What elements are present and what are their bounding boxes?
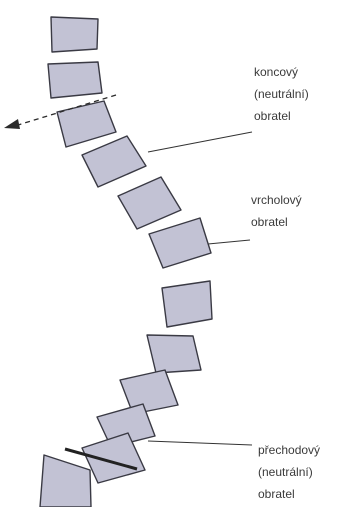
end-vertebra-label: koncový (neutrální) obratel [254,65,309,123]
end-vertebra-label-line2: (neutrální) [254,87,309,101]
transitional-vertebra-label: přechodový (neutrální) obratel [258,443,320,501]
apical-vertebra-label-line2: obratel [251,215,288,229]
vertebra [149,218,211,268]
end-vertebra-label-line1: koncový [254,65,298,79]
transitional-vertebra-leader-line [148,441,252,445]
vertebral-column [40,17,212,507]
apical-vertebra-label: vrcholový obratel [251,193,302,229]
transitional-vertebra-label-line2: (neutrální) [258,465,313,479]
vertebra [57,101,116,147]
end-vertebra-label-line3: obratel [254,109,291,123]
transitional-vertebra-label-line3: obratel [258,487,295,501]
end-vertebra-leader-line [148,132,252,152]
vertebra [40,455,91,507]
vertebra [51,17,98,52]
vertebra [118,177,181,229]
vertebra [48,62,102,98]
apical-vertebra-label-line1: vrcholový [251,193,302,207]
vertebra [147,335,201,373]
vertebra [82,136,146,187]
arrow-left-icon [4,119,20,129]
apical-vertebra-leader-line [208,240,250,244]
transitional-vertebra-label-line1: přechodový [258,443,320,457]
vertebra [162,281,212,327]
